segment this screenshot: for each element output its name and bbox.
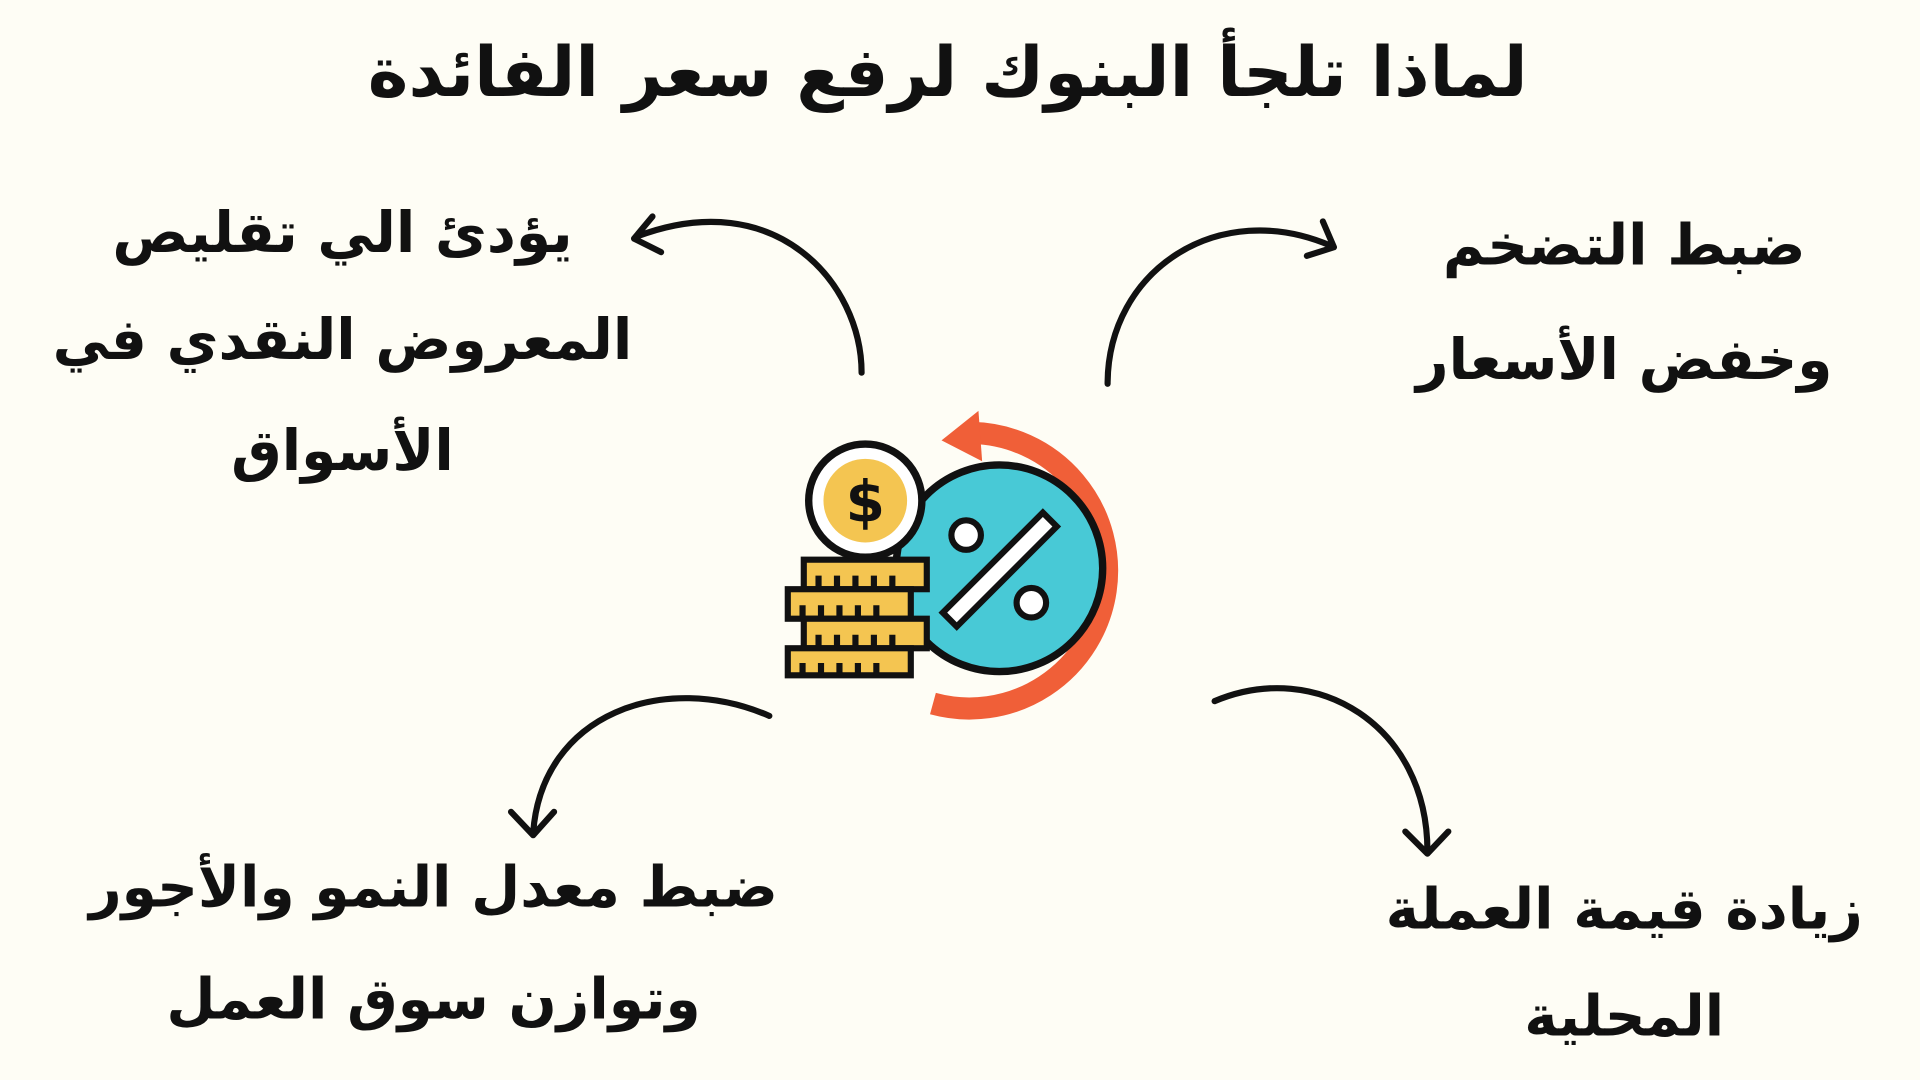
interest-rate-icon: $ [784,410,1119,720]
currency-symbol: $ [846,470,885,536]
reason-bottom-right-line-1: زيادة قيمة العملة [1386,877,1863,943]
coin-stack-icon [784,556,930,679]
reason-bottom-left-line-1: ضبط معدل النمو والأجور [86,853,778,921]
reason-bottom-right-line-2: المحلية [1524,984,1724,1050]
reason-top-left-line-1: يؤدئ الي تقليص [112,200,572,266]
page-title: لماذا تلجأ البنوك لرفع سعر الفائدة [368,27,1528,113]
percent-icon [938,508,1062,631]
reason-top-left-line-2: المعروض النقدي في [53,307,633,373]
reason-top-right-line-2: وخفض الأسعار [1413,325,1832,393]
reason-top-left-line-3: الأسواق [231,416,454,484]
arrow-top-left-icon [630,213,865,376]
dollar-coin-icon: $ [805,440,926,561]
reason-top-right-line-1: ضبط التضخم [1443,212,1806,278]
arrow-bottom-right-icon [1211,685,1452,857]
arrow-top-right-icon [1104,218,1338,387]
arrow-bottom-left-icon [507,695,773,839]
reason-bottom-left-line-2: وتوازن سوق العمل [166,966,700,1032]
